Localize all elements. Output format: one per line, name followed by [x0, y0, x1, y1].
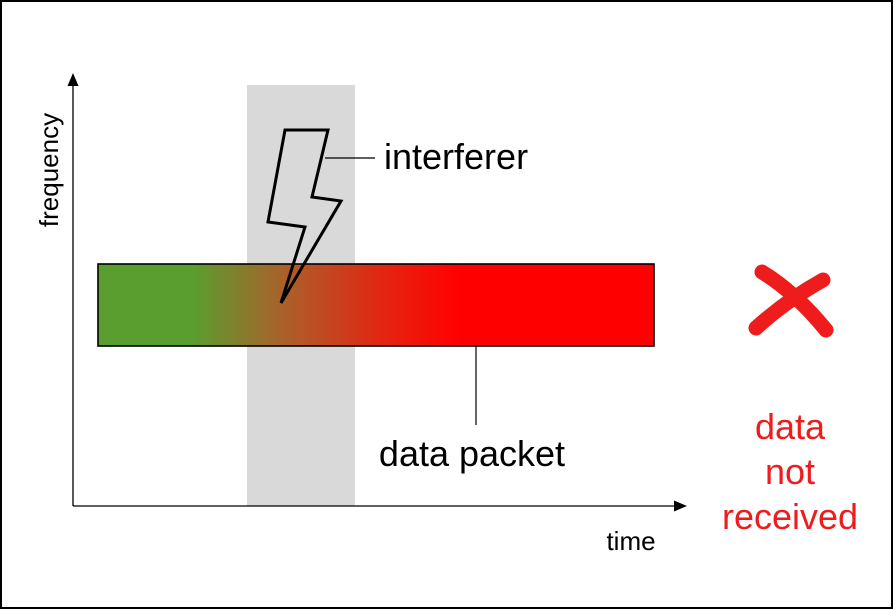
- status-line-3: received: [722, 496, 858, 537]
- data-packet-bar: [97, 263, 655, 347]
- status-line-1: data: [755, 406, 826, 447]
- red-x-cross-icon: [748, 264, 834, 338]
- lightning-bolt-icon: [266, 128, 344, 304]
- x-axis-arrowhead: [674, 500, 687, 512]
- y-axis-arrowhead: [67, 73, 79, 86]
- y-axis-label: frequency: [34, 113, 64, 227]
- data-packet-label: data packet: [379, 433, 565, 474]
- status-line-2: not: [765, 451, 815, 492]
- x-axis-label: time: [606, 526, 655, 556]
- interferer-label: interferer: [384, 136, 528, 177]
